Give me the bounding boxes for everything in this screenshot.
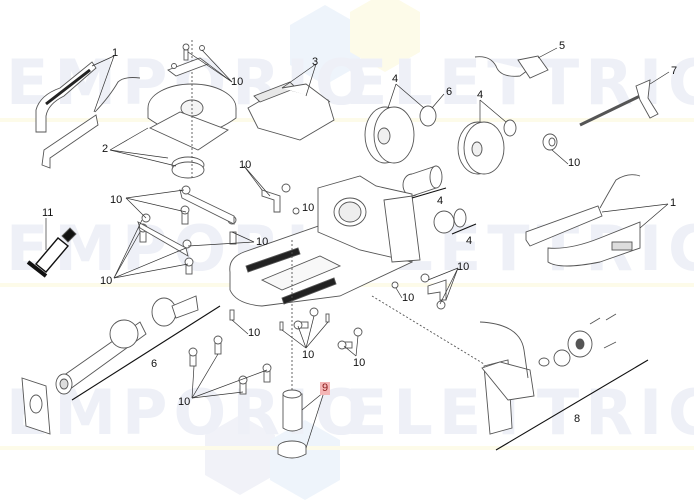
pinion-1 bbox=[402, 165, 443, 197]
o-ring-6 bbox=[419, 105, 437, 127]
callout-11: 11 bbox=[42, 207, 54, 219]
splined-bushing bbox=[277, 240, 307, 459]
callout-4-b: 4 bbox=[477, 89, 484, 101]
watermark-hexagon bbox=[270, 420, 340, 500]
terminal-board bbox=[247, 81, 335, 141]
cover-strip-left bbox=[35, 61, 141, 169]
callout-8: 8 bbox=[574, 413, 581, 425]
callout-1-left: 1 bbox=[112, 47, 119, 59]
callout-4-c: 4 bbox=[437, 195, 444, 207]
grease-tube bbox=[26, 227, 77, 278]
callout-10-e: 10 bbox=[256, 236, 269, 248]
callout-6-a: 6 bbox=[446, 86, 453, 98]
callout-10-a: 10 bbox=[231, 76, 244, 88]
callout-10-b: 10 bbox=[239, 159, 252, 171]
motor-assembly bbox=[371, 295, 617, 435]
callout-4-a: 4 bbox=[392, 73, 399, 85]
group-brackets bbox=[71, 187, 649, 451]
callout-10-l: 10 bbox=[353, 357, 366, 369]
callout-10-f: 10 bbox=[100, 275, 113, 287]
callout-10-g: 10 bbox=[568, 157, 581, 169]
top-bracket bbox=[167, 43, 209, 77]
pinion-2 bbox=[433, 208, 467, 234]
callout-1-right: 1 bbox=[670, 197, 677, 209]
drive-shaft bbox=[21, 295, 199, 435]
release-lever bbox=[579, 79, 659, 127]
bushing-10 bbox=[542, 133, 558, 151]
callout-6-b: 6 bbox=[151, 358, 158, 370]
gear-large-right bbox=[457, 121, 505, 175]
callout-10-c: 10 bbox=[110, 194, 123, 206]
callout-10-d: 10 bbox=[302, 202, 315, 214]
o-ring-small bbox=[503, 119, 517, 137]
watermark-band bbox=[0, 446, 694, 450]
callout-4-d: 4 bbox=[466, 235, 473, 247]
callout-10-i: 10 bbox=[402, 292, 415, 304]
main-chassis bbox=[229, 175, 421, 307]
limit-switch bbox=[474, 55, 549, 79]
callout-3: 3 bbox=[312, 56, 319, 68]
leader-lines bbox=[45, 47, 670, 449]
watermark-hexagon bbox=[205, 415, 275, 495]
cover-strip-right bbox=[525, 174, 641, 267]
callout-10-m: 10 bbox=[178, 396, 191, 408]
gear-large-left bbox=[364, 106, 415, 164]
callout-7: 7 bbox=[671, 65, 678, 77]
callout-2: 2 bbox=[102, 143, 109, 155]
crown-gear bbox=[147, 40, 237, 180]
callout-10-k: 10 bbox=[302, 349, 315, 361]
callout-10-j: 10 bbox=[248, 327, 261, 339]
watermark-band bbox=[0, 118, 694, 122]
callout-9-highlighted[interactable]: 9 bbox=[320, 382, 331, 395]
callout-5: 5 bbox=[559, 40, 566, 52]
callout-10-h: 10 bbox=[457, 261, 470, 273]
